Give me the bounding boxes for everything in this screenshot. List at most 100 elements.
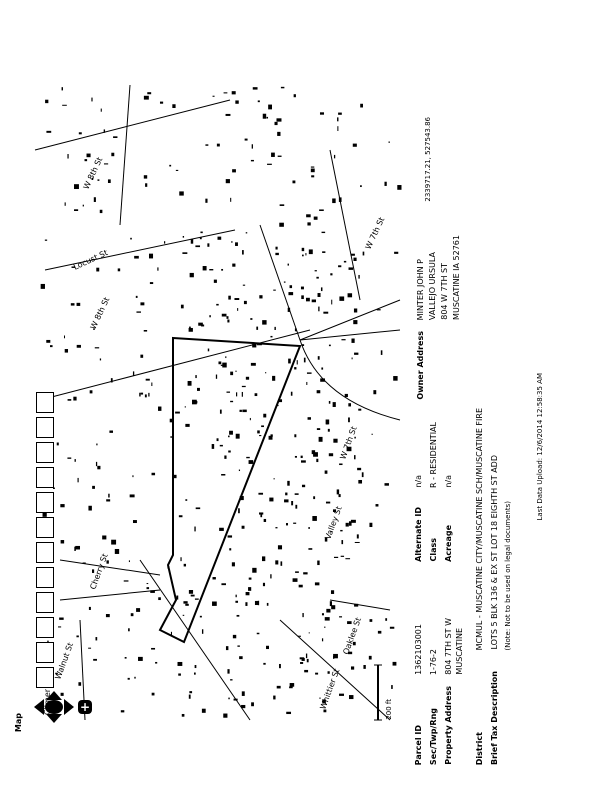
aerial-speckle [190, 238, 194, 244]
aerial-speckle [303, 572, 308, 575]
parcel-id-value: 1362103001 [414, 624, 423, 675]
aerial-speckle [188, 589, 194, 594]
street-line [279, 619, 391, 721]
pan-arrows-icon[interactable] [33, 690, 75, 724]
aerial-speckle [178, 515, 183, 518]
aerial-speckle [339, 463, 343, 466]
pan-control[interactable] [33, 690, 75, 724]
aerial-speckle [216, 143, 220, 147]
aerial-speckle [250, 159, 254, 162]
aerial-speckle [272, 375, 276, 381]
zoom-level-button[interactable] [36, 392, 54, 413]
aerial-speckle [183, 563, 187, 567]
aerial-speckle [138, 656, 143, 661]
aerial-speckle [354, 455, 356, 460]
aerial-speckle [99, 209, 103, 214]
aerial-speckle [221, 268, 224, 271]
aerial-speckle [244, 138, 248, 141]
zoom-level-button[interactable] [36, 442, 54, 463]
aerial-speckle [230, 197, 232, 202]
aerial-speckle [349, 695, 354, 700]
aerial-speckle [273, 289, 276, 291]
aerial-speckle [238, 508, 240, 514]
aerial-speckle [249, 417, 251, 421]
aerial-speckle [251, 702, 254, 707]
aerial-speckle [321, 638, 324, 642]
aerial-speckle [332, 509, 337, 513]
zoom-level-button[interactable] [36, 517, 54, 538]
aerial-speckle [380, 350, 383, 355]
aerial-speckle [232, 169, 236, 173]
aerial-speckle [217, 236, 222, 240]
street-label: Whittier St [318, 668, 341, 711]
zoom-level-button[interactable] [36, 542, 54, 563]
aerial-speckle [333, 438, 338, 443]
aerial-speckle [332, 402, 336, 407]
aerial-speckle [113, 136, 118, 138]
aerial-speckle [194, 598, 199, 600]
aerial-speckle [277, 545, 283, 550]
zoom-level-button[interactable] [36, 642, 54, 663]
aerial-speckle [329, 601, 333, 607]
aerial-speckle [235, 594, 237, 598]
aerial-speckle [293, 94, 296, 98]
aerial-speckle [352, 641, 356, 646]
zoom-level-button[interactable] [36, 592, 54, 613]
zoom-level-button[interactable] [36, 667, 54, 688]
owner-line: MINTER JOHN P [416, 258, 425, 320]
aerial-speckle [265, 372, 267, 374]
aerial-speckle [216, 303, 219, 306]
zoom-level-button[interactable] [36, 467, 54, 488]
aerial-speckle [279, 222, 284, 227]
owner-line: 804 W 7TH ST [440, 263, 449, 320]
aerial-speckle [275, 252, 279, 256]
aerial-speckle [111, 539, 117, 545]
zoom-level-button[interactable] [36, 417, 54, 438]
sec-twp-rng-value: 1-76-2 [429, 648, 438, 675]
aerial-speckle [158, 597, 161, 601]
aerial-speckle [74, 546, 76, 551]
aerial-speckle [46, 339, 51, 343]
aerial-speckle [143, 95, 149, 100]
aerial-speckle [308, 632, 310, 634]
aerial-speckle [237, 308, 239, 311]
aerial-speckle [184, 406, 186, 408]
aerial-speckle [194, 526, 196, 532]
aerial-speckle [176, 595, 179, 600]
aerial-speckle [200, 231, 203, 234]
aerial-speckle [341, 540, 344, 545]
zoom-level-button[interactable] [36, 492, 54, 513]
aerial-speckle [298, 584, 303, 588]
aerial-speckle [318, 436, 323, 442]
aerial-speckle [258, 492, 264, 495]
aerial-speckle [245, 602, 248, 606]
aerial-speckle [354, 436, 356, 439]
aerial-speckle [348, 403, 352, 407]
aerial-speckle [369, 522, 373, 528]
aerial-speckle [287, 307, 291, 312]
aerial-speckle [145, 378, 150, 381]
aerial-speckle [259, 295, 263, 299]
aerial-speckle [124, 657, 127, 659]
aerial-speckle [307, 222, 311, 226]
aerial-speckle [276, 685, 281, 689]
aerial-speckle [213, 279, 217, 283]
aerial-speckle [212, 601, 217, 606]
aerial-speckle [180, 557, 182, 562]
aerial-speckle [242, 284, 246, 286]
aerial-speckle [109, 430, 113, 433]
aerial-speckle [150, 590, 155, 593]
aerial-speckle [331, 605, 336, 610]
aerial-speckle [224, 455, 227, 459]
aerial-speckle [319, 209, 324, 211]
zoom-level-button[interactable] [36, 617, 54, 638]
zoom-level-button[interactable] [36, 567, 54, 588]
zoom-in-button[interactable]: + [78, 700, 92, 714]
aerial-speckle [337, 126, 339, 132]
aerial-speckle [56, 442, 59, 446]
aerial-speckle [284, 499, 289, 503]
aerial-speckle [78, 132, 82, 135]
aerial-speckle [358, 274, 360, 279]
aerial-speckle [49, 345, 53, 348]
